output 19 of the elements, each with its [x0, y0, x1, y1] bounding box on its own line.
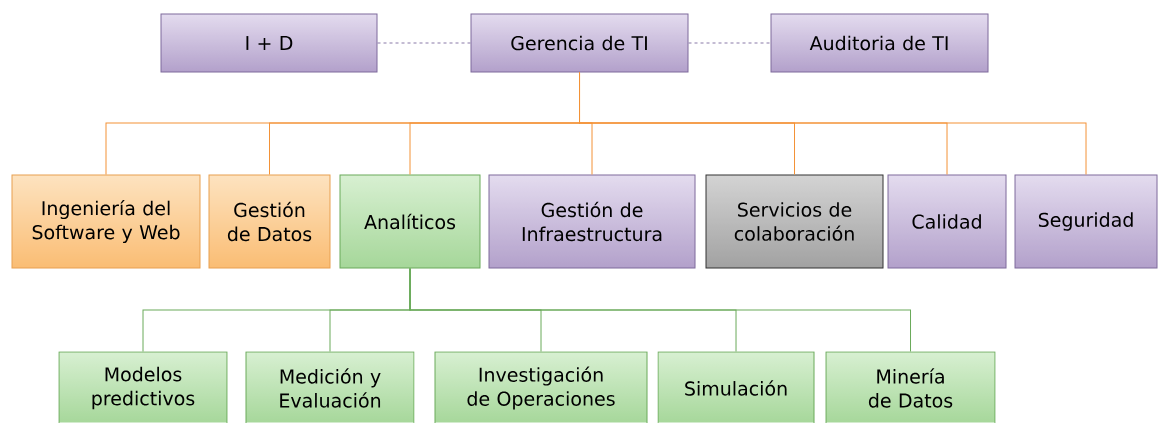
org-box: Analíticos — [339, 174, 481, 269]
org-box: Modelos predictivos — [58, 351, 228, 423]
connector-line — [409, 268, 911, 352]
org-box: Servicios de colaboración — [705, 174, 884, 269]
org-box: Auditoria de TI — [770, 13, 989, 73]
org-box: Simulación — [657, 351, 815, 423]
connector-line — [579, 72, 1087, 175]
org-box: Gestión de Infraestructura — [488, 174, 696, 269]
org-box: Calidad — [887, 174, 1007, 269]
org-box: Medición y Evaluación — [245, 351, 415, 423]
org-box: Gestión de Datos — [208, 174, 331, 269]
org-box: Minería de Datos — [825, 351, 996, 423]
org-box: Gerencia de TI — [470, 13, 689, 73]
org-box: Ingeniería del Software y Web — [11, 174, 201, 269]
org-box: Investigación de Operaciones — [434, 351, 648, 423]
dashed-line — [377, 42, 471, 44]
org-box: I + D — [160, 13, 378, 73]
org-box: Seguridad — [1014, 174, 1158, 269]
dashed-line — [688, 42, 771, 44]
